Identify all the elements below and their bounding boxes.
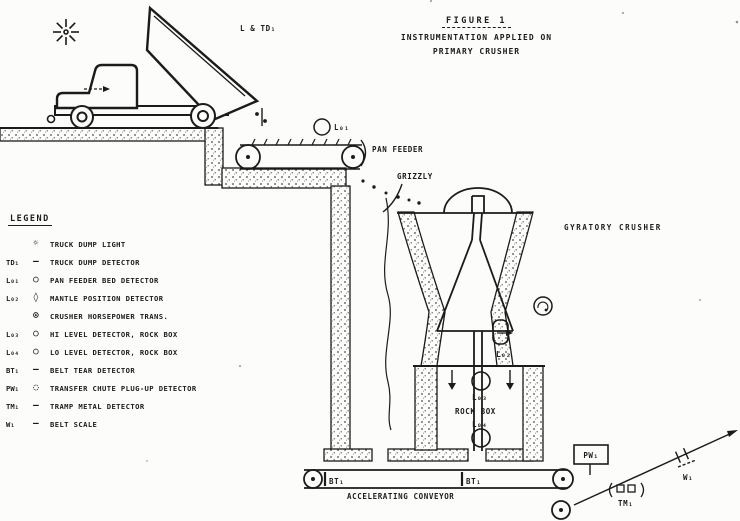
l03-label: L₀₃ xyxy=(472,393,487,402)
truck-dump-tag-label: L & TD₁ xyxy=(240,24,276,33)
hi-level-detector-icon xyxy=(471,371,491,391)
legend-label: PAN FEEDER BED DETECTOR xyxy=(50,275,159,285)
head-pulley xyxy=(552,468,574,490)
legend-label: HI LEVEL DETECTOR, ROCK BOX xyxy=(50,329,178,339)
figure-title-line3: PRIMARY CRUSHER xyxy=(432,47,521,56)
dumping-material xyxy=(255,108,267,126)
truck-wheels xyxy=(70,103,216,129)
dash-symbol: — xyxy=(33,400,39,411)
pw1-label: PW₁ xyxy=(583,451,598,460)
figure-title-block: FIGURE 1 INSTRUMENTATION APPLIED ON PRIM… xyxy=(374,16,579,56)
legend-item-tramp-metal-detector: TM₁ — TRAMP METAL DETECTOR xyxy=(6,397,250,415)
circled-dot-symbol: ⊙ xyxy=(33,310,39,321)
horsepower-transducer-icon xyxy=(533,296,553,316)
crusher-main-shaft xyxy=(473,331,483,451)
legend-label: TRUCK DUMP LIGHT xyxy=(50,239,126,249)
pan-feeder-bed-detector-icon xyxy=(313,118,331,136)
bt1-label-left: BT₁ xyxy=(329,477,344,486)
crusher-mantle-cone xyxy=(436,239,514,332)
legend-label: LO LEVEL DETECTOR, ROCK BOX xyxy=(50,347,178,357)
legend-item-pan-feeder-bed-detector: L₀₁ ○ PAN FEEDER BED DETECTOR xyxy=(6,271,250,289)
grizzly-label: GRIZZLY xyxy=(397,172,433,181)
legend-item-plug-up-detector: PW₁ ◌ TRANSFER CHUTE PLUG-UP DETECTOR xyxy=(6,379,250,397)
legend-heading: LEGEND xyxy=(8,214,52,226)
legend-tag: L₀₄ xyxy=(6,347,19,357)
legend-item-truck-dump-light: ☼ TRUCK DUMP LIGHT xyxy=(6,235,250,253)
legend-label: BELT TEAR DETECTOR xyxy=(50,365,136,375)
rock-box xyxy=(413,365,545,448)
takeaway-belt xyxy=(573,430,738,506)
mantle-position-detector-icon xyxy=(492,319,513,345)
legend-label: TRAMP METAL DETECTOR xyxy=(50,401,145,411)
legend-tag: L₀₂ xyxy=(6,293,19,303)
l01-label: L₀₁ xyxy=(334,123,349,132)
legend-item-belt-tear-detector: BT₁ — BELT TEAR DETECTOR xyxy=(6,361,250,379)
truck-dump-light-icon xyxy=(53,19,79,45)
legend-tag: L₀₁ xyxy=(6,275,19,285)
scan-specks xyxy=(146,0,739,462)
rock-box-label: ROCK BOX xyxy=(455,407,496,416)
circle-symbol: ○ xyxy=(33,328,39,339)
truck-dump-light-legend-icon: ☼ xyxy=(33,238,39,249)
figure-title-line2: INSTRUMENTATION APPLIED ON xyxy=(400,33,553,42)
lo-level-detector-icon xyxy=(471,428,491,448)
crusher-left-wall xyxy=(397,211,446,367)
dump-truck xyxy=(46,5,267,129)
legend-tag: TD₁ xyxy=(6,257,19,267)
dashed-circle-symbol: ◌ xyxy=(33,382,39,393)
plug-up-detector-box xyxy=(573,444,609,475)
accelerating-conveyor xyxy=(303,468,574,520)
l02-label: L₀₂ xyxy=(496,350,511,359)
legend-label: CRUSHER HORSEPOWER TRANS. xyxy=(50,311,169,321)
legend-label: TRANSFER CHUTE PLUG-UP DETECTOR xyxy=(50,383,197,393)
pan-feeder-leader-arc xyxy=(360,139,367,167)
legend-item-hi-level-detector: L₀₃ ○ HI LEVEL DETECTOR, ROCK BOX xyxy=(6,325,250,343)
legend-item-mantle-position-detector: L₀₂ ◊ MANTLE POSITION DETECTOR xyxy=(6,289,250,307)
legend: LEGEND ☼ TRUCK DUMP LIGHT TD₁ — TRUCK DU… xyxy=(6,214,250,433)
legend-label: BELT SCALE xyxy=(50,419,98,429)
legend-label: TRUCK DUMP DETECTOR xyxy=(50,257,140,267)
spider-dome-arc xyxy=(443,187,513,214)
ground-and-chute-walls xyxy=(0,127,544,462)
legend-tag: L₀₃ xyxy=(6,329,19,339)
legend-item-lo-level-detector: L₀₄ ○ LO LEVEL DETECTOR, ROCK BOX xyxy=(6,343,250,361)
accelerating-conveyor-label: ACCELERATING CONVEYOR xyxy=(347,492,454,501)
dash-symbol: — xyxy=(33,364,39,375)
legend-tag: W₁ xyxy=(6,419,15,429)
pan-feeder-cleats xyxy=(251,138,352,146)
tramp-metal-detector-icon xyxy=(608,482,645,498)
w1-label: W₁ xyxy=(683,473,693,482)
tm1-label: TM₁ xyxy=(618,499,633,508)
snub-pulley xyxy=(551,500,571,520)
pan-feeder-label: PAN FEEDER xyxy=(372,145,423,154)
bt1-label-right: BT₁ xyxy=(466,477,481,486)
legend-tag: BT₁ xyxy=(6,365,19,375)
dribble-chute-line xyxy=(384,197,392,431)
legend-item-belt-scale: W₁ — BELT SCALE xyxy=(6,415,250,433)
legend-tag: PW₁ xyxy=(6,383,19,393)
grizzly-leader-arc xyxy=(382,183,403,213)
pan-feeder-conveyor xyxy=(235,138,365,170)
diamond-symbol: ◊ xyxy=(33,292,39,303)
dash-symbol: — xyxy=(33,418,39,429)
belt-scale-icon xyxy=(674,447,697,468)
legend-item-crusher-horsepower-trans: ⊙ CRUSHER HORSEPOWER TRANS. xyxy=(6,307,250,325)
grizzly-falling-rock xyxy=(361,179,421,205)
legend-item-truck-dump-detector: TD₁ — TRUCK DUMP DETECTOR xyxy=(6,253,250,271)
dash-symbol: — xyxy=(33,256,39,267)
truck-direction-arrow xyxy=(84,86,110,92)
gyratory-crusher-label: GYRATORY CRUSHER xyxy=(564,223,662,232)
l04-label: L₀₄ xyxy=(472,420,487,429)
rock-box-flow-arrows xyxy=(451,370,511,385)
figure-number: FIGURE 1 xyxy=(442,16,511,28)
circle-symbol: ○ xyxy=(33,346,39,357)
legend-tag: TM₁ xyxy=(6,401,19,411)
circle-symbol: ○ xyxy=(33,274,39,285)
legend-label: MANTLE POSITION DETECTOR xyxy=(50,293,164,303)
